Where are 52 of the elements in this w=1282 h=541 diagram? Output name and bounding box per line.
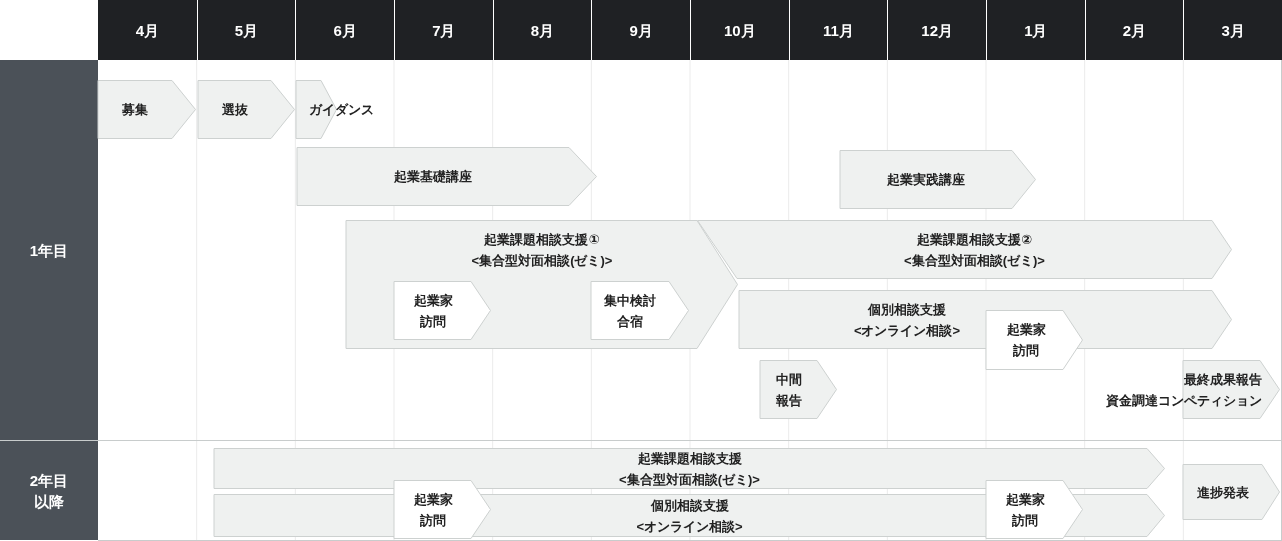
month-label: 5月 [234, 20, 259, 41]
month-label: 7月 [432, 20, 456, 41]
month-header [98, 0, 197, 60]
month-label: 2月 [1122, 20, 1147, 41]
month-label: 3月 [1221, 20, 1245, 41]
month-header [592, 0, 690, 60]
bar-label: 募集 [122, 101, 148, 119]
month-header [691, 0, 789, 60]
month-header [395, 0, 493, 60]
bar-label: 起業基礎講座 [394, 168, 472, 186]
bar-label: 選抜 [221, 101, 248, 119]
bar-label: 起業課題相談支援 [637, 449, 742, 468]
year-band [0, 60, 98, 440]
bar-label: 起業家訪問 [412, 291, 454, 331]
bar-label: 個別相談支援 [650, 496, 729, 515]
month-label: 1月 [1024, 20, 1048, 41]
bar-label: <オンライン相談> [636, 517, 743, 536]
month-label: 11月 [823, 20, 854, 41]
bar-label: 資金調達コンペティション [1106, 391, 1262, 410]
month-label: 4月 [135, 20, 159, 41]
month-header [987, 0, 1085, 60]
bar-label: 集中検討合宿 [603, 291, 657, 331]
bar-label: 起業家訪問 [412, 490, 454, 530]
month-header [789, 0, 888, 60]
month-header [888, 0, 986, 60]
bar-label: <集合型対面相談(ゼミ)> [904, 251, 1045, 270]
month-header [296, 0, 394, 60]
month-label: 8月 [530, 20, 555, 41]
month-label: 6月 [333, 20, 357, 41]
month-header [1085, 0, 1184, 60]
bar-label: 起業家訪問 [1004, 490, 1046, 530]
bar-label: 起業課題相談支援② [917, 230, 1032, 249]
year-label: 1年目 [29, 240, 69, 261]
bar-label: 最終成果報告 [1184, 370, 1262, 389]
month-label: 12月 [921, 20, 953, 41]
year-band [0, 441, 98, 540]
bar-label: 中間報告 [774, 370, 803, 410]
month-label: 10月 [724, 20, 756, 41]
bar-label: 起業家訪問 [1005, 321, 1047, 360]
bar-label: <オンライン相談> [853, 321, 961, 340]
bar-label: 起業課題相談支援① [484, 231, 600, 249]
year-label: 2年目以降 [29, 470, 69, 512]
month-header [493, 0, 592, 60]
month-header [1184, 0, 1282, 60]
bar-label: 起業実践講座 [887, 171, 965, 189]
month-label: 9月 [629, 20, 653, 41]
bar-label: <集合型対面相談(ゼミ)> [619, 470, 760, 489]
bar-label: <集合型対面相談(ゼミ)> [471, 252, 613, 270]
month-header [197, 0, 296, 60]
bar-label: 進捗発表 [1197, 483, 1249, 502]
bar-label: ガイダンス [308, 101, 374, 119]
bar-label: 個別相談支援 [868, 300, 946, 319]
